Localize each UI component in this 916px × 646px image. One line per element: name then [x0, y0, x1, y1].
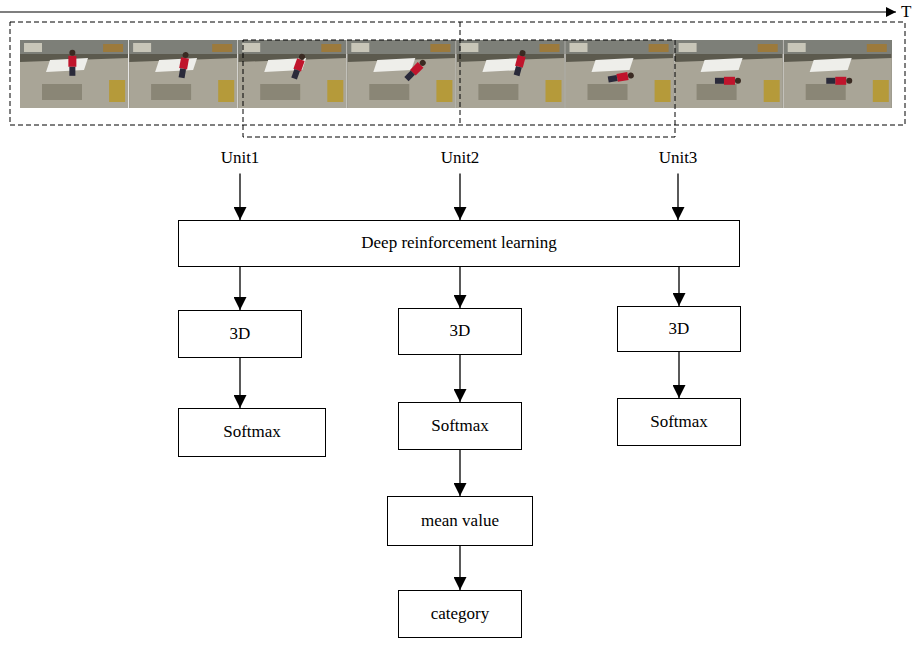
- node-text: 3D: [230, 324, 251, 344]
- flow-arrow: [459, 355, 460, 402]
- flow-arrow: [459, 267, 460, 308]
- node-text: Deep reinforcement learning: [361, 233, 556, 253]
- node-text: mean value: [421, 511, 499, 531]
- softmax-box: Softmax: [398, 402, 522, 450]
- video-frame: [784, 40, 892, 108]
- video-frames: [20, 40, 892, 108]
- output-box: category: [398, 590, 522, 638]
- unit-brackets: [10, 22, 905, 137]
- mean-box: mean value: [387, 496, 533, 546]
- process-box: Deep reinforcement learning: [178, 220, 740, 267]
- node-text: category: [431, 604, 490, 624]
- axis-label: T: [901, 2, 911, 22]
- flow-arrow: [677, 174, 678, 221]
- video-frame: [456, 40, 564, 108]
- flow-arrow: [678, 267, 679, 306]
- node-text: Unit1: [221, 148, 260, 168]
- video-frame: [566, 40, 674, 108]
- node-text: Softmax: [431, 416, 489, 436]
- node-text: Softmax: [223, 422, 281, 442]
- unit2-dashed-box: [243, 40, 675, 137]
- video-frame: [347, 40, 455, 108]
- unit-label: Unit2: [430, 143, 490, 174]
- flow-arrow: [239, 174, 240, 221]
- conv3d-box: 3D: [398, 308, 522, 355]
- video-frame: [675, 40, 783, 108]
- conv3d-box: 3D: [178, 310, 302, 358]
- node-text: Unit2: [441, 148, 480, 168]
- flow-arrow: [459, 174, 460, 221]
- video-frame: [238, 40, 346, 108]
- flow-arrow: [459, 450, 460, 496]
- flow-arrow: [678, 352, 679, 398]
- softmax-box: Softmax: [178, 408, 326, 457]
- outer-dashed-box: [10, 22, 905, 125]
- conv3d-box: 3D: [617, 306, 741, 352]
- video-frame: [129, 40, 237, 108]
- node-text: Unit3: [659, 148, 698, 168]
- flow-arrow: [459, 546, 460, 590]
- video-frame: [20, 40, 128, 108]
- node-text: Softmax: [650, 412, 708, 432]
- flow-arrow: [239, 267, 240, 310]
- unit-label: Unit3: [648, 143, 708, 174]
- unit-divider: [460, 22, 461, 125]
- node-text: 3D: [450, 321, 471, 341]
- flow-arrow: [239, 358, 240, 408]
- unit-label: Unit1: [210, 143, 270, 174]
- softmax-box: Softmax: [617, 398, 741, 446]
- node-text: 3D: [669, 319, 690, 339]
- time-axis: [0, 11, 896, 12]
